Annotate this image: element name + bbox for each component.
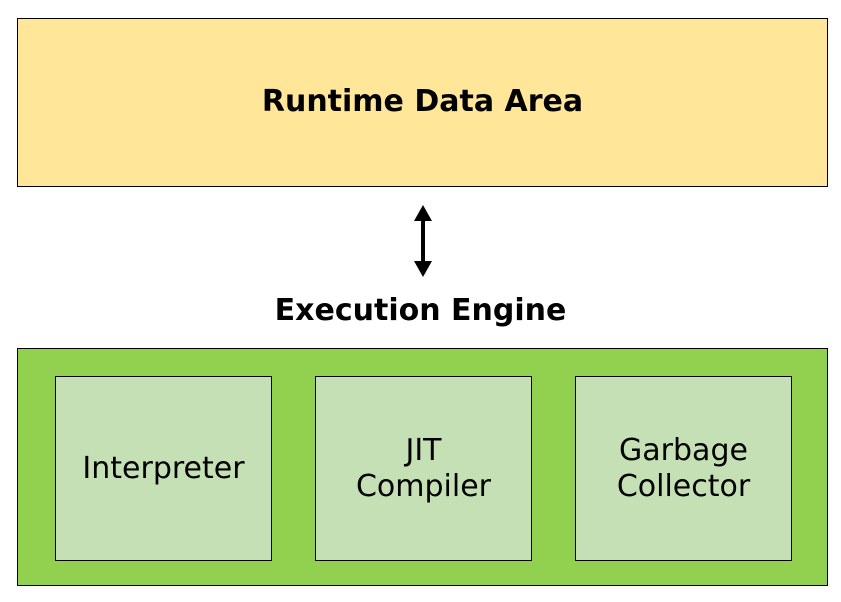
runtime-data-area-box: Runtime Data Area — [17, 18, 828, 187]
interpreter-box: Interpreter — [55, 376, 272, 561]
arrow-head-up — [414, 205, 432, 221]
arrow-head-down — [414, 261, 432, 277]
execution-engine-label: Execution Engine — [274, 293, 567, 328]
garbage-collector-box: Garbage Collector — [575, 376, 792, 561]
jit-compiler-box: JIT Compiler — [315, 376, 532, 561]
bidirectional-arrow-icon — [414, 205, 432, 277]
execution-engine-box: Interpreter JIT Compiler Garbage Collect… — [17, 348, 828, 586]
runtime-data-area-label: Runtime Data Area — [261, 84, 584, 119]
